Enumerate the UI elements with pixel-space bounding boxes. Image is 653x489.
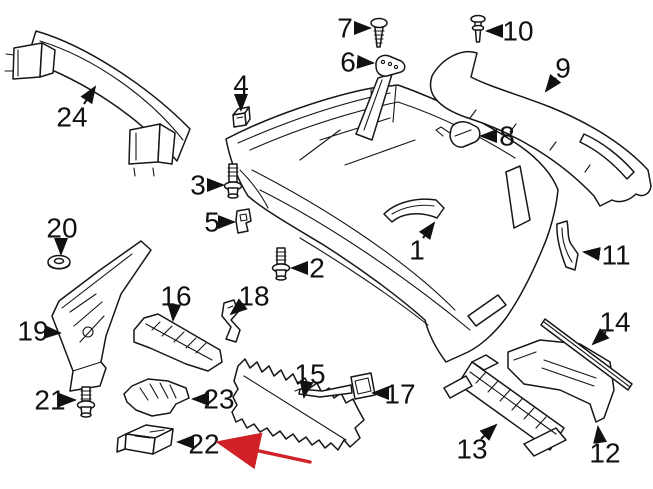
part-9-lower-valance [429, 51, 652, 207]
callout-2-label[interactable]: 2 [309, 253, 325, 284]
part-10-push-rivet [470, 14, 486, 43]
part-13-step-pad [443, 354, 567, 457]
callout-12-arrow [593, 425, 608, 444]
part-7-screw [370, 17, 388, 48]
part-14-trim-strip [540, 318, 633, 391]
callout-7-label[interactable]: 7 [337, 13, 353, 44]
callout-13-label[interactable]: 13 [456, 434, 487, 465]
callout-6-arrow [356, 54, 375, 69]
part-21-screw [76, 386, 96, 418]
callout-10-label[interactable]: 10 [502, 16, 533, 47]
callout-13-arrow [479, 423, 498, 442]
part-23-bracket [123, 378, 190, 417]
callout-15-label[interactable]: 15 [294, 359, 325, 390]
callout-19-label[interactable]: 19 [17, 316, 48, 347]
callout-20-label[interactable]: 20 [46, 213, 77, 244]
callout-23-label[interactable]: 23 [203, 384, 234, 415]
highlight-arrow [215, 432, 312, 470]
callout-4-label[interactable]: 4 [233, 70, 249, 101]
callout-6-label[interactable]: 6 [340, 47, 356, 78]
part-15-energy-absorber [231, 358, 365, 451]
callout-18-arrow [229, 298, 248, 316]
part-24-impact-bar [4, 30, 191, 177]
part-18-bracket [221, 299, 241, 343]
callout-3-label[interactable]: 3 [190, 170, 206, 201]
part-6-plate [375, 54, 406, 77]
part-22-tow-cover [116, 424, 174, 455]
callout-18-label[interactable]: 18 [238, 281, 269, 312]
callout-22-label[interactable]: 22 [188, 429, 219, 460]
callout-16-arrow [167, 303, 182, 322]
part-20-grommet [47, 254, 71, 270]
callout-11-arrow [582, 247, 601, 261]
callout-14-arrow [591, 328, 610, 346]
callout-21-label[interactable]: 21 [34, 385, 65, 416]
callout-8-label[interactable]: 8 [499, 121, 515, 152]
part-11-filler-strip [556, 220, 579, 271]
callout-1-label[interactable]: 1 [409, 235, 425, 266]
part-19-side-bracket [51, 240, 152, 392]
callout-5-label[interactable]: 5 [204, 207, 220, 238]
part-5-clip [235, 208, 252, 234]
callout-16-label[interactable]: 16 [160, 281, 191, 312]
part-2-screw [271, 247, 291, 281]
part-16-bracket [133, 313, 223, 372]
callout-14-label[interactable]: 14 [599, 307, 630, 338]
callout-15-arrow [299, 380, 314, 399]
callout-9-arrow [544, 74, 562, 93]
callout-17-label[interactable]: 17 [384, 379, 415, 410]
callout-11-label[interactable]: 11 [601, 240, 630, 271]
callout-24-label[interactable]: 24 [56, 102, 87, 133]
part-1-bumper-cover [225, 73, 559, 363]
part-17-pin [294, 372, 376, 400]
callout-24-arrow [80, 85, 97, 105]
callout-12-label[interactable]: 12 [589, 438, 620, 469]
callout-1-arrow [418, 221, 436, 241]
callout-9-label[interactable]: 9 [555, 53, 571, 84]
callout-19-arrow [43, 324, 62, 339]
